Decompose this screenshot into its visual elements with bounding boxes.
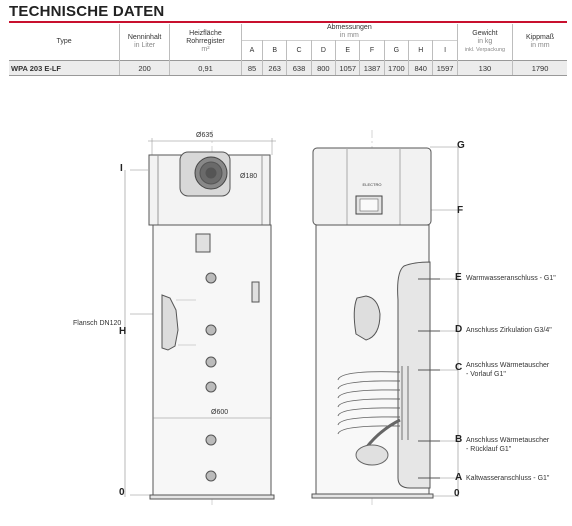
dim-letter-i: I bbox=[120, 163, 123, 174]
dim-letter-d: D bbox=[455, 324, 463, 335]
header-kippmass: Kippmaß in mm bbox=[513, 24, 567, 61]
header-col-c: C bbox=[286, 40, 312, 61]
header-heiz-line2: Rohrregister bbox=[186, 38, 225, 45]
header-col-d: D bbox=[311, 40, 337, 61]
dim-zero-right: 0 bbox=[454, 488, 460, 499]
dim-letter-h: H bbox=[119, 326, 127, 337]
anode bbox=[355, 444, 389, 466]
header-gewicht-label: Gewicht bbox=[472, 30, 498, 37]
dim-600-label: Ø600 bbox=[211, 409, 229, 416]
page-title: TECHNISCHE DATEN bbox=[9, 3, 165, 20]
cell-heiz: 0,91 bbox=[169, 60, 242, 76]
header-nenninhalt-unit: in Liter bbox=[134, 42, 156, 49]
dim-letter-g: G bbox=[457, 140, 465, 151]
cell-kipp: 1790 bbox=[512, 60, 567, 76]
dim-180-label: Ø180 bbox=[240, 173, 258, 180]
spec-table: Type Nenninhalt in Liter Heizfläche Rohr… bbox=[9, 24, 567, 76]
header-heizflaeche: Heizfläche Rohrregister m² bbox=[169, 24, 242, 61]
flansch-label: Flansch DN120 bbox=[73, 320, 122, 327]
heat-exchanger-coil bbox=[337, 366, 409, 440]
header-heiz-line1: Heizfläche bbox=[189, 30, 222, 37]
dim-letter-c: C bbox=[455, 362, 463, 373]
cell-dim-b: 263 bbox=[262, 60, 288, 76]
label-zirkulation: Anschluss Zirkulation G3/4" bbox=[466, 327, 552, 334]
cell-dim-d: 800 bbox=[311, 60, 337, 76]
sensor-plate bbox=[353, 295, 381, 341]
dim-635-label: Ø635 bbox=[196, 132, 214, 139]
right-view bbox=[311, 130, 459, 505]
label-vorlauf-2: - Vorlauf G1" bbox=[466, 371, 506, 378]
port-3 bbox=[205, 356, 217, 368]
title-underline bbox=[9, 21, 567, 23]
port-5 bbox=[205, 434, 217, 446]
header-col-f: F bbox=[359, 40, 385, 61]
cell-model: WPA 203 E-LF bbox=[9, 60, 121, 76]
cell-dim-f: 1387 bbox=[359, 60, 385, 76]
header-type: Type bbox=[9, 24, 121, 61]
label-kaltwasser: Kaltwasseranschluss - G1" bbox=[466, 475, 550, 482]
cell-gewicht: 130 bbox=[457, 60, 514, 76]
dim-letter-a: A bbox=[455, 472, 463, 483]
cutaway-wall bbox=[397, 261, 431, 489]
header-col-b: B bbox=[262, 40, 288, 61]
dim-letter-e: E bbox=[455, 272, 462, 283]
header-nenninhalt: Nenninhalt in Liter bbox=[119, 24, 171, 61]
header-gewicht: Gewicht in kg inkl. Verpackung bbox=[457, 24, 514, 61]
cell-dim-c: 638 bbox=[286, 60, 312, 76]
label-ruecklauf-1: Anschluss Wärmetauscher bbox=[466, 437, 550, 444]
dim-letter-f: F bbox=[457, 205, 464, 216]
label-vorlauf-1: Anschluss Wärmetauscher bbox=[466, 362, 550, 369]
label-ruecklauf-2: - Rücklauf G1" bbox=[466, 446, 512, 453]
header-col-g: G bbox=[384, 40, 410, 61]
header-col-h: H bbox=[408, 40, 434, 61]
header-heiz-unit: m² bbox=[201, 46, 210, 53]
header-abmessungen: Abmessungen in mm bbox=[241, 24, 458, 41]
header-gewicht-sub: inkl. Verpackung bbox=[464, 47, 506, 53]
port-1 bbox=[205, 272, 217, 284]
cell-dim-g: 1700 bbox=[384, 60, 410, 76]
header-kipp-unit: in mm bbox=[530, 42, 550, 49]
flange bbox=[161, 294, 179, 351]
cell-nenninhalt: 200 bbox=[119, 60, 171, 76]
dim-zero-left: 0 bbox=[119, 487, 125, 498]
dim-letter-b: B bbox=[455, 434, 463, 445]
port-6 bbox=[205, 470, 217, 482]
cell-dim-e: 1057 bbox=[335, 60, 361, 76]
header-col-i: I bbox=[432, 40, 458, 61]
table-row: WPA 203 E-LF 200 0,91 85 263 638 800 105… bbox=[9, 60, 567, 76]
port-4 bbox=[205, 381, 217, 393]
header-abm-unit: in mm bbox=[339, 32, 359, 39]
port-2 bbox=[205, 324, 217, 336]
header-abm-label: Abmessungen bbox=[326, 24, 372, 31]
header-kipp-label: Kippmaß bbox=[526, 34, 555, 41]
cell-dim-h: 840 bbox=[408, 60, 434, 76]
brand-plate: ELECTRO bbox=[363, 182, 382, 187]
header-col-e: E bbox=[335, 40, 361, 61]
header-col-a: A bbox=[241, 40, 264, 61]
cell-dim-i: 1597 bbox=[432, 60, 458, 76]
cell-dim-a: 85 bbox=[241, 60, 264, 76]
label-warmwasser: Warmwasseranschluss - G1" bbox=[466, 275, 556, 282]
header-nenninhalt-label: Nenninhalt bbox=[127, 34, 162, 41]
header-gewicht-unit: in kg bbox=[477, 38, 493, 45]
left-view bbox=[124, 130, 276, 505]
